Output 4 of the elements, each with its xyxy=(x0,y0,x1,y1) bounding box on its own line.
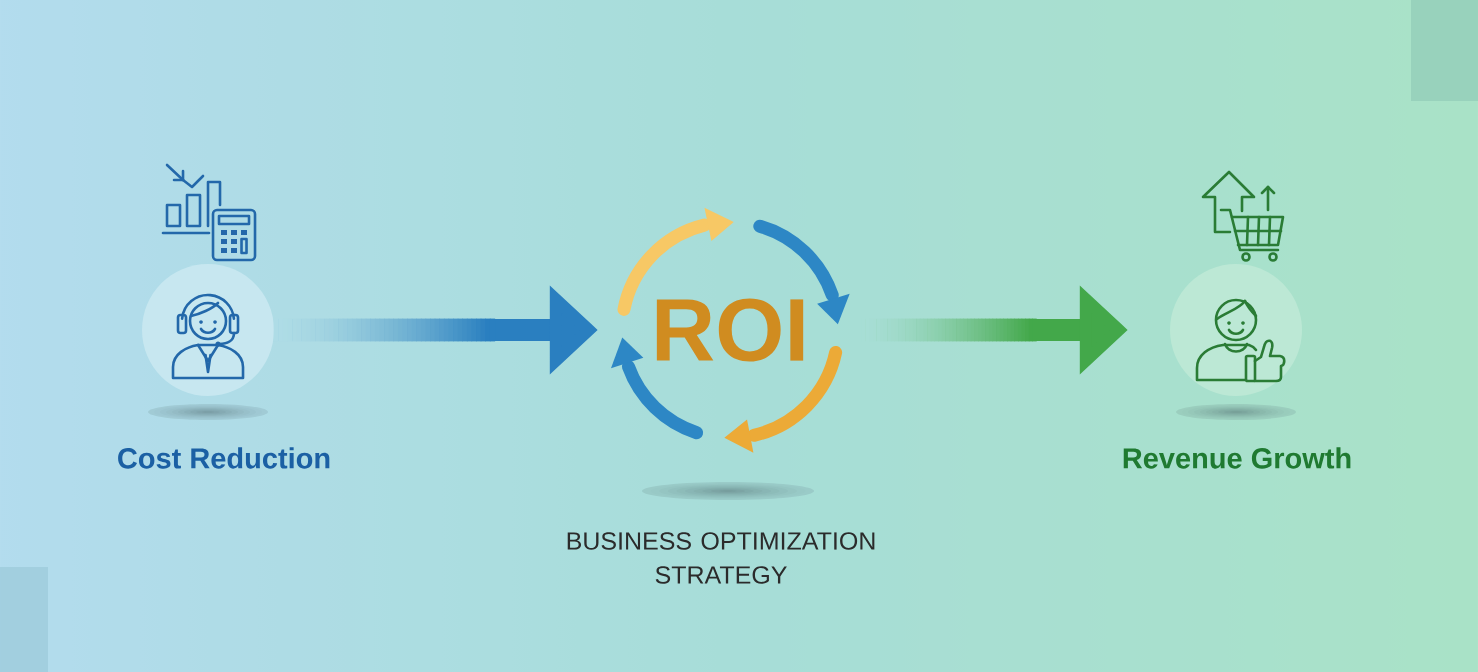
caption-text: BUSINESS OPTIMIZATION STRATEGY xyxy=(567,532,875,584)
roi-cycle: ROI xyxy=(611,207,850,453)
node-heading: Revenue Growth xyxy=(1123,447,1351,469)
node-heading: Cost Reduction xyxy=(118,447,330,469)
